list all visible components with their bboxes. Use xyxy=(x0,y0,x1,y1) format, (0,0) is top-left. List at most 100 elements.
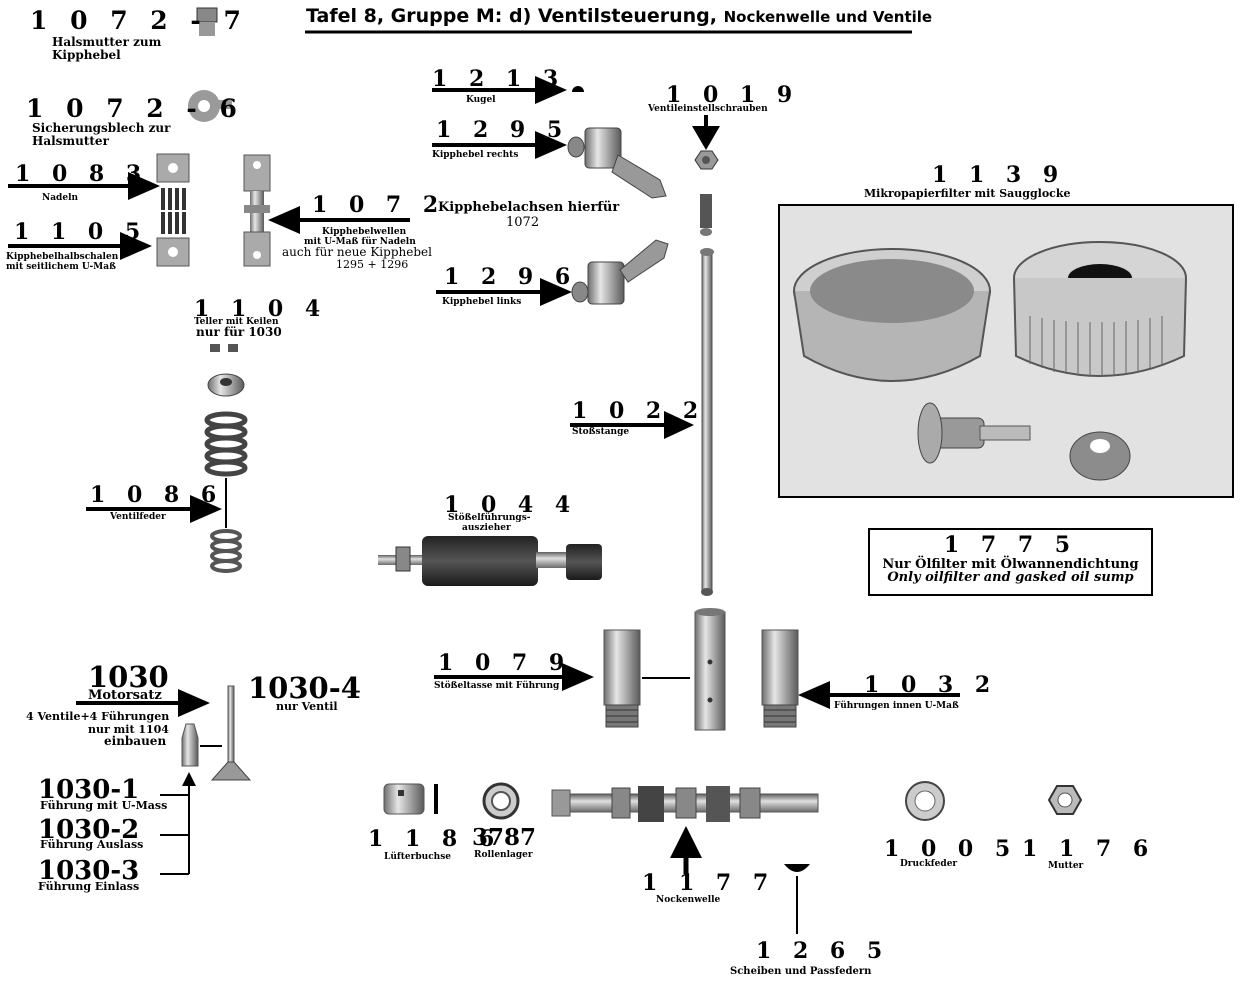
part-number-1086: 1 0 8 6 xyxy=(90,482,224,508)
part-label-1072-line1: Kipphebelwellen xyxy=(322,227,407,237)
part-1079-image xyxy=(603,608,726,731)
part-number-1072-7: 1 0 7 2 - 7 xyxy=(30,6,248,35)
filter-photo xyxy=(778,204,1234,498)
part-label-1044-line1: Stößelführungs- xyxy=(448,513,531,523)
part-1072-7-image xyxy=(196,7,218,36)
part-label-1079: Stößeltasse mit Führung xyxy=(434,681,560,691)
part-label-1030-2: Führung Auslass xyxy=(40,838,144,851)
part-label-3787: Rollenlager xyxy=(474,850,533,860)
arrow-1083 xyxy=(8,172,160,200)
part-3787-image xyxy=(482,782,520,820)
part-label-1139: Mikropapierfilter mit Saugglocke xyxy=(864,187,1071,200)
part-label-1030-line1: Motorsatz xyxy=(88,688,162,703)
part-1032-image xyxy=(761,629,799,728)
part-label-1295: Kipphebel rechts xyxy=(432,150,519,160)
part-label-1019: Ventileinstellschrauben xyxy=(648,104,768,114)
part-label-1213: Kugel xyxy=(466,95,496,105)
part-1044-image xyxy=(378,536,602,586)
part-label-1072-6-line2: Halsmutter xyxy=(32,134,109,148)
part-label-1072-line4: 1295 + 1296 xyxy=(336,258,409,271)
part-label-1030-line4: einbauen xyxy=(104,734,167,748)
arrow-1022 xyxy=(570,411,694,439)
arrow-1072 xyxy=(268,206,410,234)
arrow-1177 xyxy=(670,826,702,874)
part-1072-image xyxy=(243,154,271,267)
part-number-1295: 1 2 9 5 xyxy=(436,117,570,143)
part-1265-image xyxy=(784,864,810,934)
title-sub: Nockenwelle und Ventile xyxy=(723,8,933,26)
part-label-1775-line2: Only oilfilter and gasked oil sump xyxy=(887,570,1134,585)
part-label-1177: Nockenwelle xyxy=(656,895,721,905)
arrow-1030 xyxy=(76,689,210,717)
part-number-1104: 1 1 0 4 xyxy=(194,296,328,322)
title-main: Tafel 8, Gruppe M: d) Ventilsteuerung, xyxy=(306,5,717,27)
axles-label-line1: Kipphebelachsen hierfür xyxy=(438,200,620,215)
part-1186-image xyxy=(383,783,438,815)
part-label-1072-6-line1: Sicherungsblech zur xyxy=(32,121,171,135)
part-1005-image xyxy=(905,781,945,821)
arrow-1079 xyxy=(434,663,594,691)
part-number-1030-3: 1030-3 xyxy=(38,856,140,886)
part-label-1030-line3: nur mit 1104 xyxy=(88,723,169,736)
part-label-1086: Ventilfeder xyxy=(110,512,166,522)
part-number-1005: 1 0 0 5 xyxy=(884,836,1018,862)
part-number-1775: 1 7 7 5 xyxy=(943,532,1078,558)
part-label-1083: Nadeln xyxy=(42,193,79,203)
axles-label-line2: 1072 xyxy=(506,215,540,230)
part-label-1005: Druckfeder xyxy=(900,859,958,869)
filter-photo-art xyxy=(793,241,1187,481)
part-label-1296: Kipphebel links xyxy=(442,297,522,307)
part-number-1030-2: 1030-2 xyxy=(38,815,140,845)
arrow-1105 xyxy=(8,232,152,260)
part-1176-image xyxy=(1047,785,1083,815)
part-label-1775-line1: Nur Ölfilter mit Ölwannendichtung xyxy=(882,557,1139,572)
part-number-1176: 1 1 7 6 xyxy=(1022,836,1156,862)
part-1019-image xyxy=(694,150,719,236)
arrow-1296 xyxy=(436,278,572,306)
part-number-1072-6: 1 0 7 2 - 6 xyxy=(26,94,244,123)
part-number-1022: 1 0 2 2 xyxy=(572,398,706,424)
part-label-1105-line1: Kipphebelhalbschalen xyxy=(6,252,119,262)
part-number-1213: 1 2 1 3 xyxy=(432,66,566,92)
part-number-1079: 1 0 7 9 xyxy=(438,650,572,676)
part-1083-1105-image xyxy=(156,153,190,267)
part-label-1030-4: nur Ventil xyxy=(276,700,338,713)
part-number-1177: 1 1 7 7 xyxy=(642,870,776,896)
part-1296-image xyxy=(571,239,669,305)
part-1030-1-image xyxy=(181,723,222,767)
part-1072-6-image xyxy=(188,90,232,122)
part-number-1044: 1 0 4 4 xyxy=(444,492,578,518)
arrow-1086 xyxy=(86,495,222,523)
part-number-1019: 1 0 1 9 xyxy=(666,82,800,108)
part-label-1105-line2: mit seitlichem U-Maß xyxy=(6,262,116,272)
part-number-1105: 1 1 0 5 xyxy=(14,219,148,245)
part-1086-image xyxy=(204,411,248,573)
part-label-1032: Führungen innen U-Maß xyxy=(834,701,959,711)
part-number-3787: 3787 xyxy=(472,824,537,851)
part-label-1030-line2: 4 Ventile+4 Führungen xyxy=(26,710,170,723)
part-label-1186: Lüfterbuchse xyxy=(384,852,452,862)
oil-filter-note-box: 1 7 7 5 Nur Ölfilter mit Ölwannendichtun… xyxy=(868,528,1153,596)
part-number-1139: 1 1 3 9 xyxy=(932,162,1066,188)
part-label-1104-line2: nur für 1030 xyxy=(196,325,282,339)
part-label-1030-1: Führung mit U-Mass xyxy=(40,799,168,812)
part-number-1030-1: 1030-1 xyxy=(38,775,140,805)
part-label-1072-line2: mit U-Maß für Nadeln xyxy=(304,237,416,247)
part-number-1265: 1 2 6 5 xyxy=(756,938,890,964)
part-label-1022: Stoßstange xyxy=(572,427,630,437)
part-number-1083: 1 0 8 3 xyxy=(15,161,149,187)
part-number-1296: 1 2 9 6 xyxy=(444,264,578,290)
guide-bracket xyxy=(160,772,196,875)
part-number-1032: 1 0 3 2 xyxy=(864,672,998,698)
arrow-1019 xyxy=(692,115,720,150)
arrow-1295 xyxy=(432,131,567,159)
part-label-1030-3: Führung Einlass xyxy=(38,880,140,893)
part-number-1072: 1 0 7 2 xyxy=(312,192,446,218)
part-1104-image xyxy=(207,344,245,397)
part-number-1030: 1030 xyxy=(88,660,169,694)
page-title: Tafel 8, Gruppe M: d) Ventilsteuerung, N… xyxy=(306,5,932,27)
part-label-1265: Scheiben und Passfedern xyxy=(730,966,872,977)
arrow-1213 xyxy=(432,76,584,104)
part-1030-4-image xyxy=(210,685,252,781)
